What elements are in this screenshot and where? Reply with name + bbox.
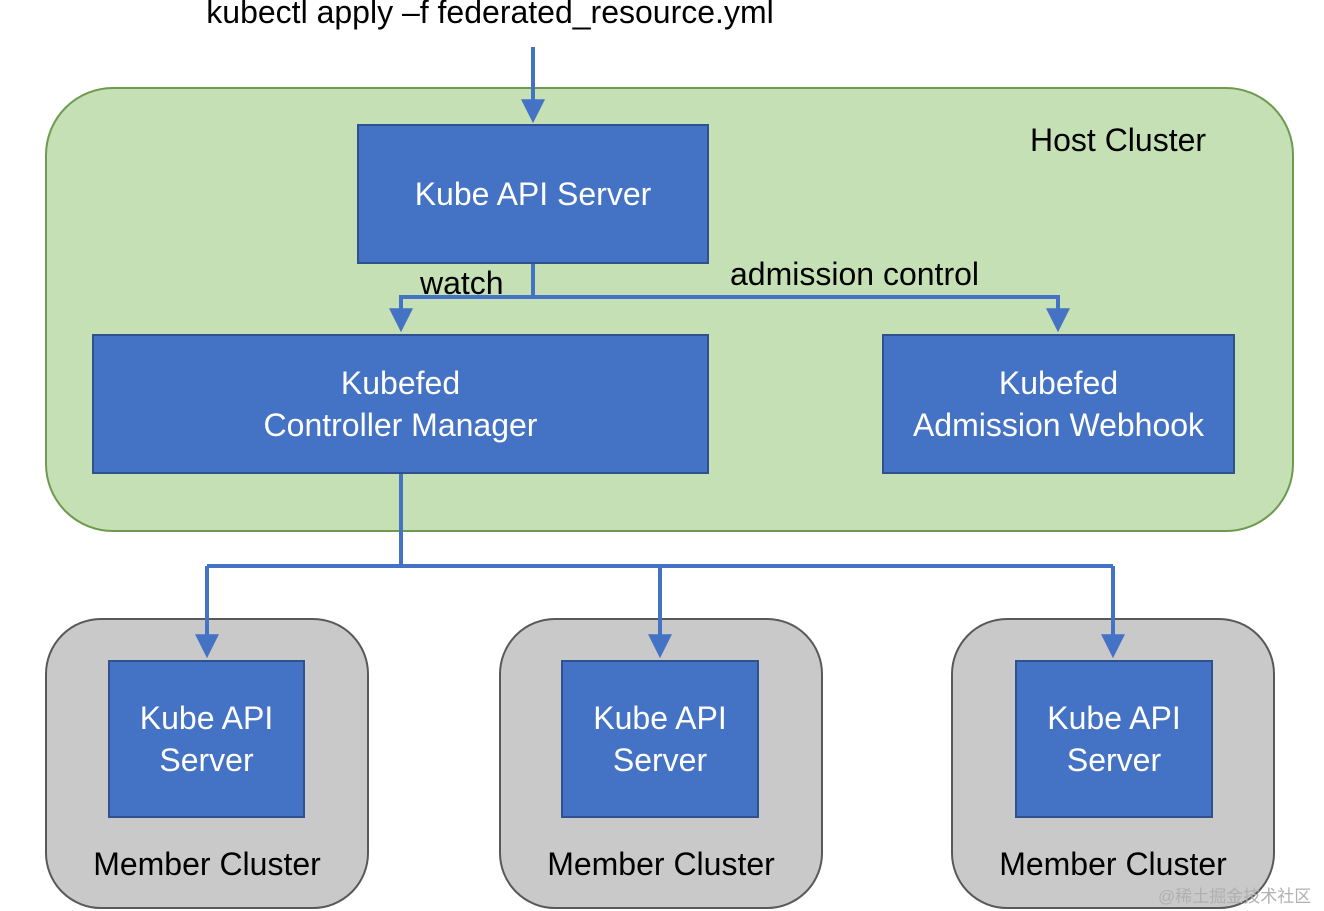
member-cluster-label-1: Member Cluster bbox=[93, 846, 321, 882]
admission-webhook-box: Kubefed Admission Webhook bbox=[882, 334, 1235, 474]
member-server-line2: Server bbox=[1066, 742, 1162, 778]
member-kube-api-server-box-2: Kube API Server bbox=[561, 660, 759, 818]
admission-webhook-line1: Kubefed bbox=[998, 365, 1119, 401]
admission-control-label: admission control bbox=[730, 256, 979, 292]
member-server-line2: Server bbox=[612, 742, 708, 778]
watch-arrow bbox=[389, 295, 533, 333]
command-text: kubectl apply –f federated_resource.yml bbox=[206, 0, 774, 30]
member-kube-api-server-box-3: Kube API Server bbox=[1015, 660, 1213, 818]
admission-webhook-line2: Admission Webhook bbox=[912, 407, 1205, 443]
host-cluster-label: Host Cluster bbox=[1030, 122, 1207, 158]
member-kube-api-server-box-1: Kube API Server bbox=[108, 660, 305, 818]
member-server-line1: Kube API bbox=[139, 700, 274, 736]
member-server-line1: Kube API bbox=[1047, 700, 1181, 736]
member-server-line1: Kube API bbox=[593, 700, 727, 736]
controller-manager-line1: Kubefed bbox=[340, 365, 461, 401]
controller-manager-box: Kubefed Controller Manager bbox=[92, 334, 709, 474]
host-kube-api-server-box: Kube API Server bbox=[357, 124, 709, 264]
admission-control-arrow bbox=[533, 295, 1070, 333]
host-kube-api-server-label: Kube API Server bbox=[414, 176, 652, 212]
member-server-line2: Server bbox=[159, 742, 254, 778]
controller-manager-line2: Controller Manager bbox=[263, 407, 538, 443]
member-cluster-label-3: Member Cluster bbox=[999, 846, 1227, 882]
watch-label: watch bbox=[420, 265, 504, 301]
member-cluster-label-2: Member Cluster bbox=[547, 846, 775, 882]
watermark: @稀土掘金技术社区 bbox=[1158, 887, 1312, 906]
